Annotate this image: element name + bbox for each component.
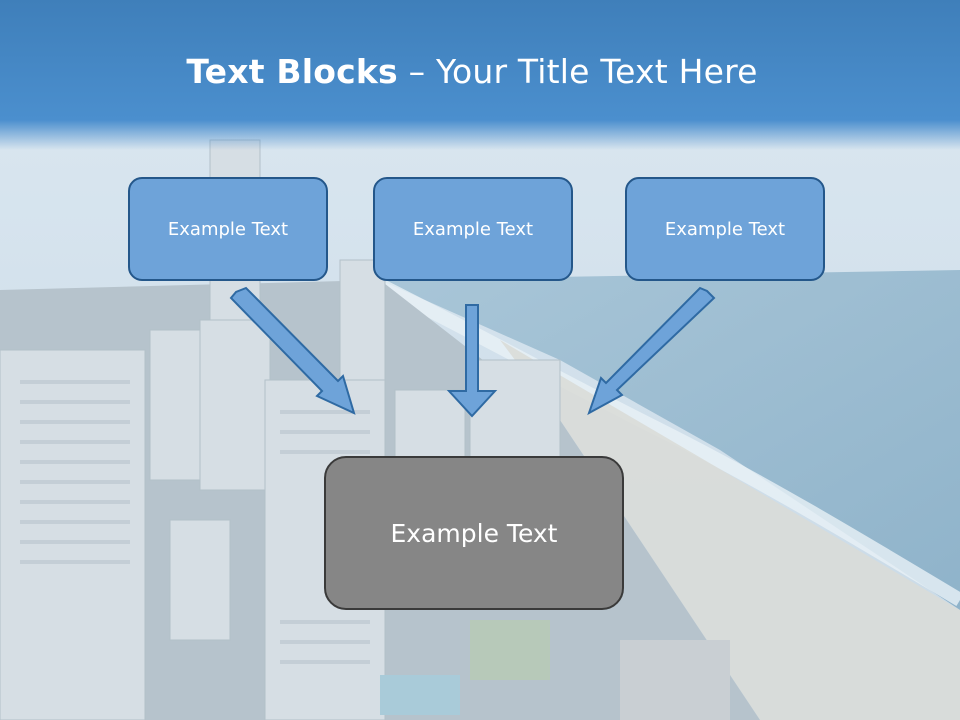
slide-title: Text Blocks – Your Title Text Here: [0, 52, 944, 91]
title-band: [0, 0, 960, 150]
title-regular: – Your Title Text Here: [408, 52, 758, 91]
text-block-left-label: Example Text: [167, 218, 289, 240]
text-block-left: Example Text: [128, 177, 328, 281]
text-block-bottom: Example Text: [324, 456, 624, 610]
text-block-right: Example Text: [625, 177, 825, 281]
text-block-center-label: Example Text: [412, 218, 534, 240]
arrow-left: [229, 286, 356, 415]
text-block-center: Example Text: [373, 177, 573, 281]
text-block-right-label: Example Text: [664, 218, 786, 240]
arrow-right: [587, 286, 716, 416]
title-bold: Text Blocks: [186, 52, 398, 91]
text-block-bottom-label: Example Text: [390, 518, 558, 548]
arrow-center: [446, 304, 498, 418]
